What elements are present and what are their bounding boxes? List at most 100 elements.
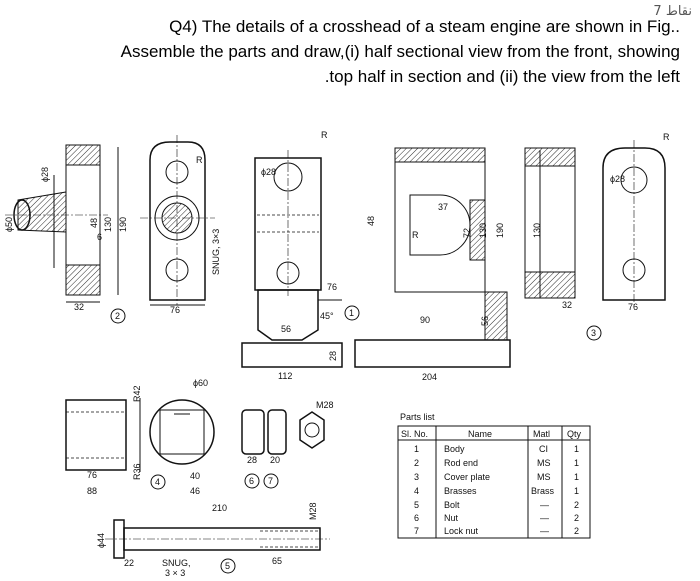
dim-d76a: 76 [170,305,180,315]
svg-text:1: 1 [349,308,354,318]
body-front-view [241,289,343,368]
svg-text:MS: MS [537,458,551,468]
dim-d130b: 130 [478,223,488,238]
svg-text:3: 3 [591,328,596,338]
dim-d28: ϕ28 [40,167,50,182]
dim-d76d: 76 [87,470,97,480]
th-matl: Matl [533,429,550,439]
dim-d130: 130 [103,217,113,232]
svg-text:Bolt: Bolt [444,500,460,510]
dim-d20: 20 [270,455,280,465]
part-number-4: 4 [150,474,166,490]
svg-text:Brasses: Brasses [444,486,477,496]
svg-text:Lock nut: Lock nut [444,526,479,536]
cover-plate-side-view [602,140,666,305]
rod-end-front-view [5,144,119,303]
svg-text:—: — [540,513,549,523]
dim-d28d: ϕ28 [610,174,625,184]
svg-text:—: — [540,526,549,536]
svg-text:5: 5 [414,500,419,510]
svg-text:7: 7 [268,476,273,486]
svg-text:6: 6 [414,513,419,523]
dim-d56: 56 [281,324,291,334]
dim-d37: 37 [438,202,448,212]
dim-r-plate: R [663,132,670,142]
dim-r: R [196,155,203,165]
dim-r36: R36 [132,463,142,480]
svg-text:MS: MS [537,472,551,482]
points-badge: 7 نقاط [653,4,692,19]
dim-r-body: R [412,230,419,240]
dim-r42: R42 [132,385,142,402]
dim-d130c: 130 [532,223,542,238]
svg-text:2: 2 [115,311,120,321]
part-number-7: 7 [263,473,279,489]
svg-text:2: 2 [574,526,579,536]
dim-snug2b: 3 × 3 [165,568,185,578]
brasses-front-view [65,398,141,472]
question-line-3: .top half in section and (ii) the view f… [324,67,680,86]
svg-text:Nut: Nut [444,513,459,523]
svg-text:7: 7 [414,526,419,536]
bolt-view [105,519,330,559]
table-row: 3 Cover plate MS 1 [414,472,579,482]
th-qty: Qty [567,429,582,439]
question-text: Q4) The details of a crosshead of a stea… [40,14,680,89]
question-line-2: Assemble the parts and draw,(i) half sec… [120,42,680,61]
rod-end-side-view [140,135,215,306]
th-name: Name [468,429,492,439]
dim-d190b: 190 [495,223,505,238]
table-row: 5 Bolt — 2 [414,500,579,510]
table-row: 7 Lock nut — 2 [414,526,579,536]
dim-d112: 112 [278,371,292,381]
svg-text:4: 4 [414,486,419,496]
part-number-2: 2 [110,308,126,324]
table-row: 4 Brasses Brass 1 [414,486,579,496]
dim-d90: 90 [420,315,430,325]
dim-d56b: 56 [480,316,490,326]
svg-text:1: 1 [574,472,579,482]
svg-text:Rod end: Rod end [444,458,478,468]
svg-text:2: 2 [574,513,579,523]
dim-d50: ϕ50 [4,217,14,232]
svg-text:Cover plate: Cover plate [444,472,490,482]
dim-d210: 210 [212,503,227,513]
table-row: 2 Rod end MS 1 [414,458,579,468]
dim-d28b: ϕ28 [261,167,276,177]
nut-views [241,409,325,455]
svg-text:3: 3 [414,472,419,482]
svg-text:5: 5 [225,561,230,571]
svg-text:1: 1 [574,458,579,468]
dim-snug: SNUG, 3×3 [211,229,221,275]
dim-d32b: 32 [562,300,572,310]
dim-d6: 6 [97,232,102,242]
svg-text:4: 4 [155,477,160,487]
dim-d22: 22 [124,558,134,568]
part-number-5: 5 [220,558,236,574]
table-row: 1 Body CI 1 [414,444,579,454]
dim-d76c: 76 [628,302,638,312]
dim-m28b: M28 [308,502,318,520]
svg-text:Body: Body [444,444,465,454]
svg-text:1: 1 [574,486,579,496]
dim-d88: 88 [87,486,97,496]
parts-list-title: Parts list [400,412,435,422]
dim-d190: 190 [118,217,128,232]
part-number-1: 1 [344,305,360,321]
svg-text:Brass: Brass [531,486,555,496]
question-line-1: Q4) The details of a crosshead of a stea… [169,17,680,36]
dim-d72: 72 [462,228,472,238]
dim-d60: ϕ60 [193,378,208,388]
svg-text:2: 2 [414,458,419,468]
dim-d45: 45° [320,311,334,321]
svg-text:—: — [540,500,549,510]
dim-d48: 48 [89,218,99,228]
dim-r-cover: R [321,130,328,140]
dim-d46: 46 [190,486,200,496]
body-section-view [354,147,511,368]
svg-text:1: 1 [414,444,419,454]
dim-d28c: 28 [328,351,338,361]
svg-text:2: 2 [574,500,579,510]
th-slno: Sl. No. [401,429,428,439]
dim-d28e: 28 [247,455,257,465]
